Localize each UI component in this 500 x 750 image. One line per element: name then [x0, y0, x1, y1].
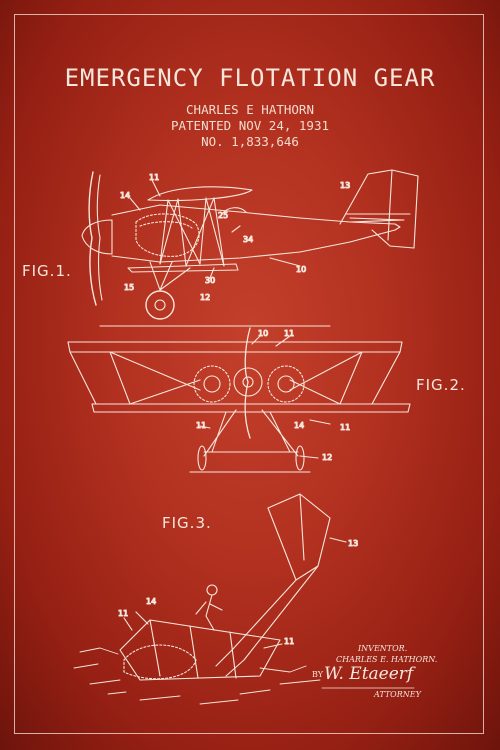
patent-title: EMERGENCY FLOTATION GEAR: [64, 64, 436, 92]
by-label: BY: [312, 670, 324, 679]
attorney-signature: W. Etaeerf: [324, 664, 414, 684]
fig2-ref-10: 10: [258, 329, 268, 338]
attorney-caption: ATTORNEY: [374, 690, 421, 699]
fig3-ref-13: 13: [348, 539, 358, 548]
fig1-side-view-drawing: [82, 170, 418, 326]
fig-1-label: FIG.1.: [22, 262, 72, 280]
fig-2-label: FIG.2.: [416, 376, 466, 394]
fig2-front-view-drawing: [68, 328, 410, 472]
fig2-ref-11a: 11: [284, 329, 294, 338]
fig1-ref-25: 25: [218, 211, 228, 220]
inventor-signature-name: CHARLES E. HATHORN.: [336, 655, 438, 664]
fig2-ref-11b: 11: [340, 423, 350, 432]
fig3-ditched-aircraft-drawing: [74, 494, 346, 704]
fig1-ref-12: 12: [200, 293, 210, 302]
fig1-ref-11: 11: [149, 173, 159, 182]
fig3-ref-11b: 11: [284, 637, 294, 646]
inventor-name: CHARLES E HATHORN: [186, 102, 314, 117]
fig1-ref-30: 30: [205, 276, 215, 285]
fig1-ref-34: 34: [243, 235, 253, 244]
fig1-ref-14: 14: [120, 191, 130, 200]
fig2-ref-11c: 11: [196, 421, 206, 430]
fig1-ref-15: 15: [124, 283, 134, 292]
fig-3-label: FIG.3.: [162, 514, 212, 532]
patent-date: PATENTED NOV 24, 1931: [170, 118, 330, 133]
fig1-ref-10: 10: [296, 265, 306, 274]
fig2-ref-12: 12: [322, 453, 332, 462]
fig1-ref-13: 13: [340, 181, 350, 190]
patent-number: NO. 1,833,646: [201, 134, 299, 149]
poster-border: [14, 14, 484, 734]
inventor-caption: INVENTOR.: [358, 644, 408, 653]
fig3-ref-14: 14: [146, 597, 156, 606]
fig2-ref-14: 14: [294, 421, 304, 430]
fig3-ref-11a: 11: [118, 609, 128, 618]
